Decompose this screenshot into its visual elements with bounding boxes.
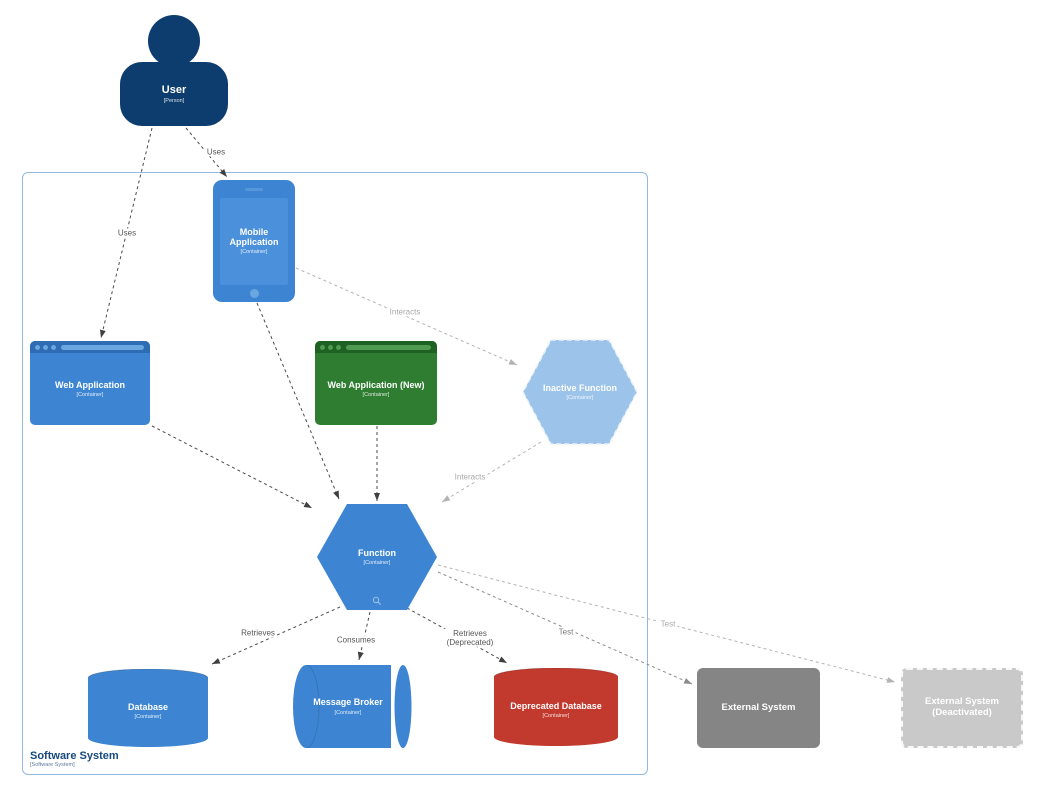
edge-function-to-deprecated-database[interactable] (406, 607, 508, 664)
node-label: Web Application (54, 379, 125, 390)
phone-screen (220, 198, 288, 285)
edge-label-uses-mobile: Uses (204, 147, 228, 157)
node-inactive-function[interactable]: Inactive Function [Container] (522, 339, 638, 445)
node-label: User (161, 83, 187, 96)
edge-label-interacts-inactive: Interacts (387, 307, 423, 317)
browser-titlebar (30, 341, 150, 353)
node-label: Web Application (New) (327, 379, 425, 390)
edge-label-retrieves: Retrieves (239, 628, 277, 638)
browser-address-bar (61, 344, 144, 350)
boundary-subtitle: [Software System] (30, 761, 75, 768)
node-sublabel: [Container] (76, 392, 104, 399)
edge-label-retrieves-deprecated: Retrieves (Deprecated) (437, 628, 503, 648)
boundary-label: Software System [Software System] (30, 750, 119, 768)
node-label: External System (721, 701, 796, 713)
node-message-broker[interactable]: Message Broker [Container] (293, 665, 413, 748)
browser-button-icon (35, 344, 40, 350)
phone-home-button-icon (249, 289, 259, 298)
person-body: User [Person] (120, 62, 228, 126)
edge-label-test-deactivated: Test (658, 619, 678, 629)
browser-button-icon (320, 344, 325, 350)
node-mobile-application[interactable]: Mobile Application [Container] (213, 180, 295, 302)
person-head-icon (148, 15, 200, 67)
phone-speaker-icon (245, 188, 263, 191)
edge-web-application-to-function[interactable] (151, 425, 313, 509)
browser-button-icon (43, 344, 48, 350)
browser-titlebar (315, 341, 437, 353)
node-sublabel: [Person] (163, 98, 185, 105)
node-deprecated-database[interactable]: Deprecated Database [Container] (494, 668, 618, 746)
cylinder-shape (494, 668, 618, 746)
browser-button-icon (51, 344, 56, 350)
browser-address-bar (346, 344, 431, 350)
browser-button-icon (328, 344, 333, 350)
node-label: External System (Deactivated) (925, 696, 999, 718)
boundary-title: Software System (30, 749, 119, 762)
cylinder-shape (88, 669, 208, 747)
edge-label-consumes: Consumes (334, 635, 378, 645)
node-web-application-new[interactable]: Web Application (New) [Container] (315, 341, 437, 425)
edge-label-interacts-function: Interacts (452, 472, 488, 482)
pipe-shape (293, 665, 412, 748)
node-database[interactable]: Database [Container] (88, 669, 208, 747)
edge-function-to-database[interactable] (211, 606, 341, 665)
edge-label-test-external: Test (556, 627, 576, 637)
node-web-application[interactable]: Web Application [Container] (30, 341, 150, 425)
zoom-in-icon[interactable] (372, 596, 382, 606)
node-function[interactable]: Function [Container] (317, 504, 437, 610)
hexagon-shape (522, 339, 638, 445)
node-external-system[interactable]: External System (697, 668, 820, 748)
edge-label-uses-web: Uses (115, 228, 139, 238)
browser-button-icon (336, 344, 341, 350)
node-sublabel: [Container] (362, 392, 390, 399)
node-user[interactable]: User [Person] (120, 15, 228, 126)
hexagon-shape (317, 504, 437, 610)
software-system-boundary: Software System [Software System] (22, 172, 648, 775)
node-external-system-deactivated[interactable]: External System (Deactivated) (901, 668, 1023, 748)
edge-inactive-function-to-function[interactable] (441, 441, 542, 503)
